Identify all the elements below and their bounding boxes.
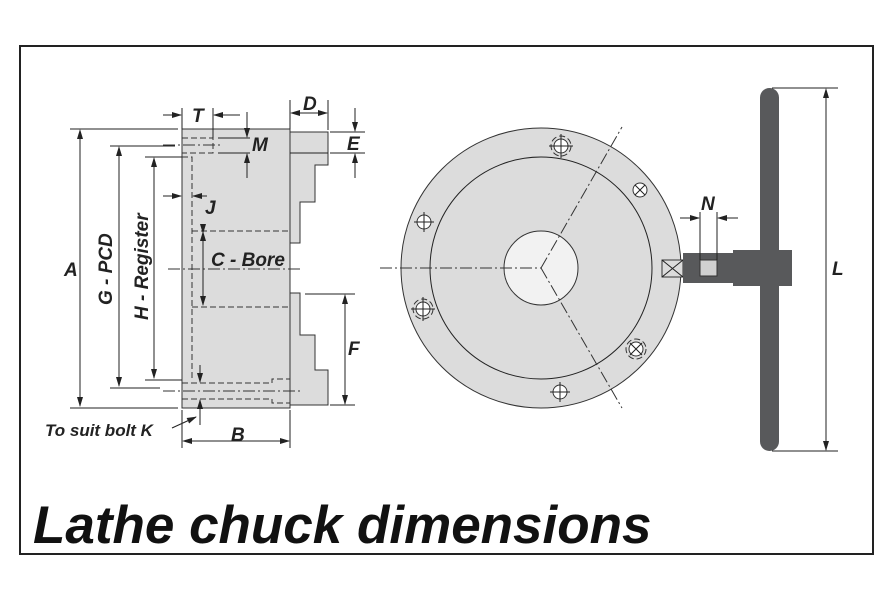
label-j: J bbox=[205, 198, 216, 219]
label-c-bore: C - Bore bbox=[211, 250, 285, 271]
label-k-bolt: To suit bolt K bbox=[45, 421, 155, 440]
label-g-pcd: G - PCD bbox=[96, 233, 117, 305]
label-a: A bbox=[63, 260, 78, 281]
label-b: B bbox=[231, 425, 245, 446]
label-f: F bbox=[348, 339, 361, 360]
chuck-key bbox=[661, 88, 792, 451]
label-h-register: H - Register bbox=[132, 212, 153, 320]
label-e: E bbox=[347, 134, 361, 155]
diagram-frame bbox=[19, 45, 874, 555]
label-n: N bbox=[701, 194, 716, 215]
front-view: N L bbox=[380, 87, 844, 452]
label-m: M bbox=[252, 135, 269, 156]
label-d: D bbox=[303, 94, 317, 115]
diagram-title: Lathe chuck dimensions bbox=[33, 496, 651, 555]
label-l: L bbox=[832, 259, 844, 280]
top-jaw bbox=[289, 131, 329, 244]
side-view: A G - PCD H - Register T M J C - Bore bbox=[45, 94, 365, 448]
bolt-holes bbox=[411, 134, 648, 402]
key-handle bbox=[760, 88, 779, 451]
label-t: T bbox=[192, 106, 205, 127]
bottom-jaw bbox=[289, 292, 329, 406]
